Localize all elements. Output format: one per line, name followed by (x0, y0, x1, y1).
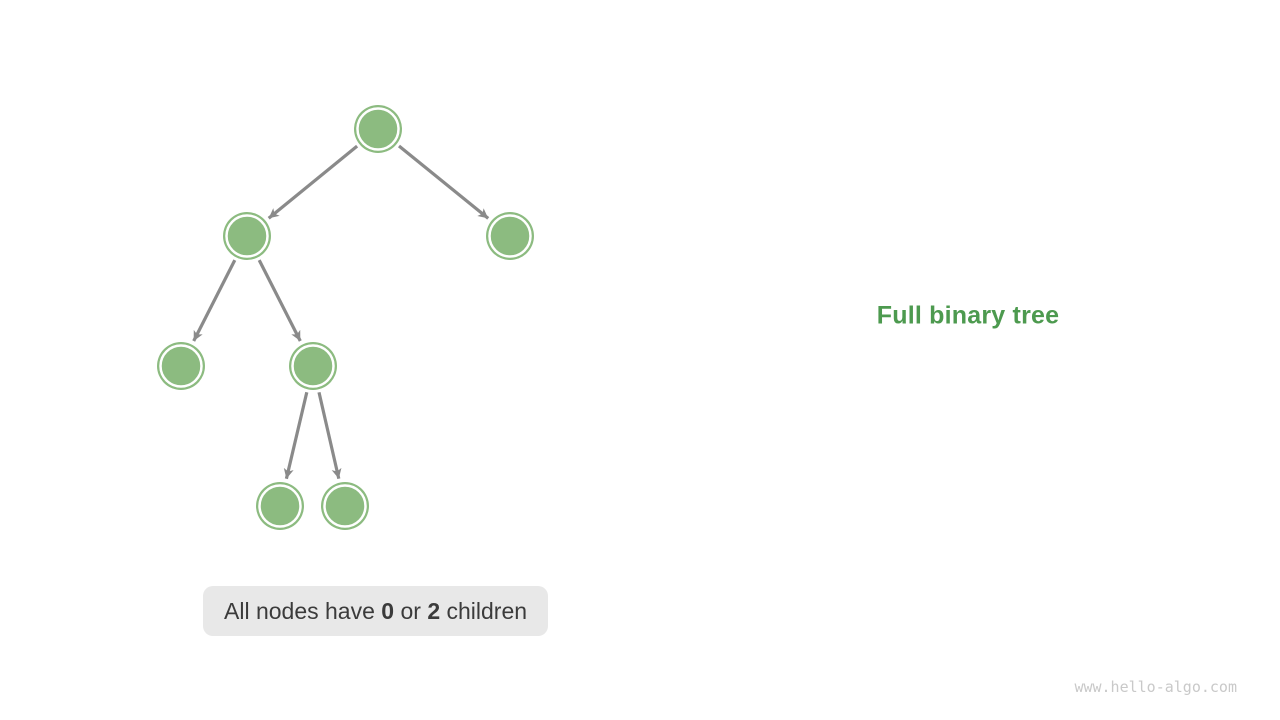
tree-node (223, 212, 271, 260)
tree-node (486, 212, 534, 260)
tree-nodes (157, 105, 534, 530)
caption-pill: All nodes have 0 or 2 children (203, 586, 549, 636)
tree-edge (267, 144, 359, 220)
tree-edge (192, 259, 237, 342)
tree-edge (317, 391, 342, 480)
binary-tree-diagram (157, 105, 534, 530)
tree-edge (257, 259, 302, 342)
tree-node (157, 342, 205, 390)
tree-node (321, 482, 369, 530)
diagram-title: Full binary tree (876, 301, 1060, 330)
tree-edge (397, 144, 490, 220)
tree-edge (283, 391, 309, 480)
tree-node (289, 342, 337, 390)
caption-text: All nodes have 0 or 2 children (224, 598, 528, 624)
watermark: www.hello-algo.com (1074, 678, 1237, 696)
tree-edges (192, 144, 490, 480)
tree-node (354, 105, 402, 153)
tree-node (256, 482, 304, 530)
